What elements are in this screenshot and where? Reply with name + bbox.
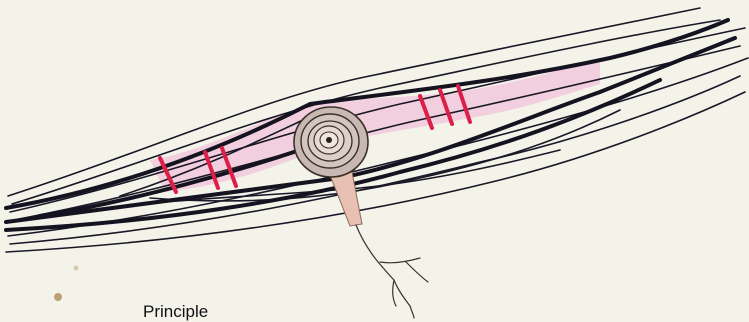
caption-text: Principle [143, 302, 208, 322]
thin-fiber-strands [6, 8, 748, 252]
receptor-rings [294, 107, 368, 177]
nerve-fiber [330, 172, 428, 318]
